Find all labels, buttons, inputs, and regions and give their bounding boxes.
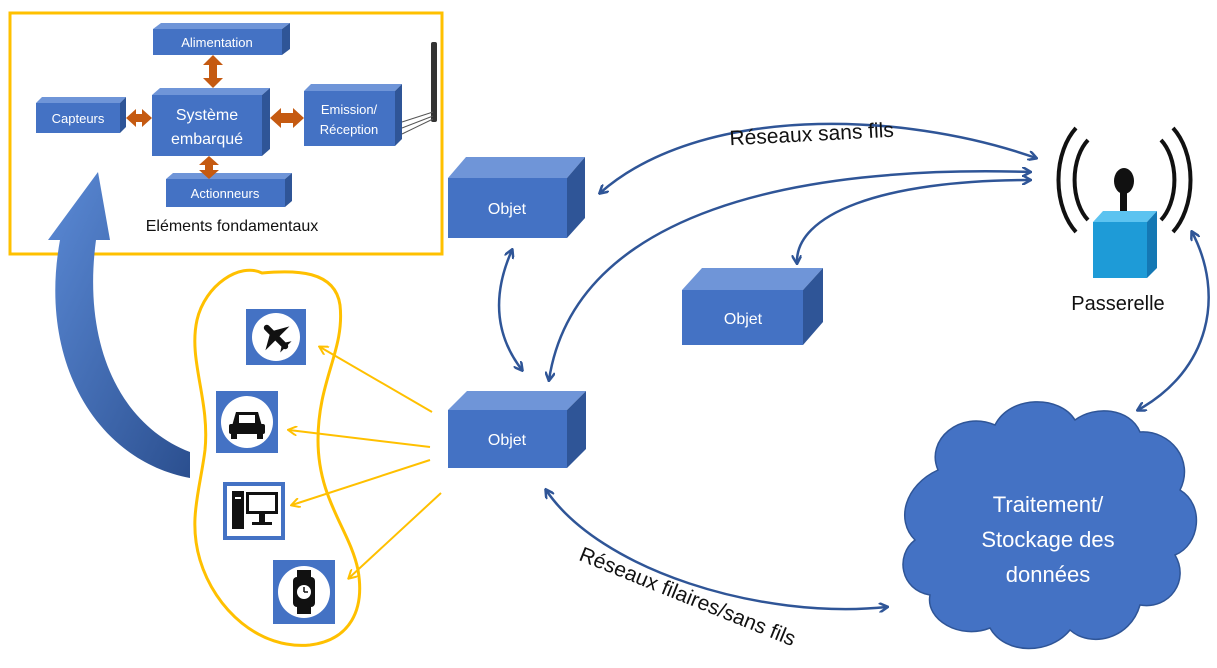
object-middle-label: Objet bbox=[724, 311, 763, 328]
smartwatch-icon bbox=[273, 560, 335, 624]
power-system-arrow bbox=[203, 55, 223, 88]
cloud-label-1: Traitement/ bbox=[993, 492, 1104, 517]
domain-arrows bbox=[289, 347, 442, 578]
radio-block: Emission/ Réception bbox=[304, 84, 402, 146]
power-label: Alimentation bbox=[181, 35, 253, 50]
radio-waves-icon bbox=[1056, 126, 1193, 234]
sensors-label: Capteurs bbox=[52, 111, 105, 126]
cloud-shape bbox=[902, 401, 1197, 650]
wired-label: Réseaux filaires/sans fils bbox=[576, 543, 799, 651]
sensors-system-arrow bbox=[126, 109, 152, 127]
arrow-gateway-cloud bbox=[1138, 232, 1210, 410]
cloud-label-2: Stockage des bbox=[981, 527, 1114, 552]
arrow-object-top-gateway bbox=[600, 122, 1036, 193]
power-block: Alimentation bbox=[153, 23, 290, 55]
arrow-object-bottom-gateway bbox=[549, 171, 1030, 380]
arrow-object-middle-gateway bbox=[797, 180, 1030, 263]
domains-outline bbox=[193, 268, 362, 647]
gateway: Passerelle bbox=[1056, 126, 1193, 315]
gateway-antenna-icon bbox=[1114, 168, 1134, 194]
internal-link-arrows bbox=[126, 55, 304, 179]
network-arrows bbox=[497, 122, 1210, 609]
radio-label-2: Réception bbox=[320, 122, 379, 137]
system-actuators-arrow bbox=[199, 156, 219, 179]
wireless-label: Réseaux sans fils bbox=[729, 119, 895, 151]
cloud-label-3: données bbox=[1006, 562, 1090, 587]
feedback-curve-arrow bbox=[48, 172, 190, 478]
object-top: Objet bbox=[448, 157, 585, 238]
actuators-block: Actionneurs bbox=[166, 173, 292, 207]
panel-caption: Eléments fondamentaux bbox=[146, 218, 319, 235]
airplane-icon bbox=[246, 309, 306, 365]
system-radio-arrow bbox=[270, 108, 304, 128]
arrow-object-cloud bbox=[546, 490, 887, 609]
sensors-block: Capteurs bbox=[36, 97, 126, 133]
object-top-label: Objet bbox=[488, 201, 527, 218]
system-block: Système embarqué bbox=[152, 88, 270, 156]
arrow-object-top-bottom bbox=[497, 250, 522, 370]
object-middle: Objet bbox=[682, 268, 823, 345]
desktop-computer-icon bbox=[223, 482, 285, 540]
antenna-icon bbox=[401, 42, 437, 135]
cloud: Traitement/ Stockage des données bbox=[902, 401, 1197, 650]
application-domains-group bbox=[193, 268, 442, 647]
object-bottom-label: Objet bbox=[488, 432, 527, 449]
gateway-label: Passerelle bbox=[1071, 293, 1164, 315]
actuators-label: Actionneurs bbox=[191, 186, 260, 201]
car-icon bbox=[216, 391, 278, 453]
system-label-1: Système bbox=[176, 107, 238, 124]
object-bottom: Objet bbox=[448, 391, 586, 468]
gateway-box bbox=[1093, 222, 1147, 278]
radio-label-1: Emission/ bbox=[321, 102, 378, 117]
system-label-2: embarqué bbox=[171, 131, 243, 148]
